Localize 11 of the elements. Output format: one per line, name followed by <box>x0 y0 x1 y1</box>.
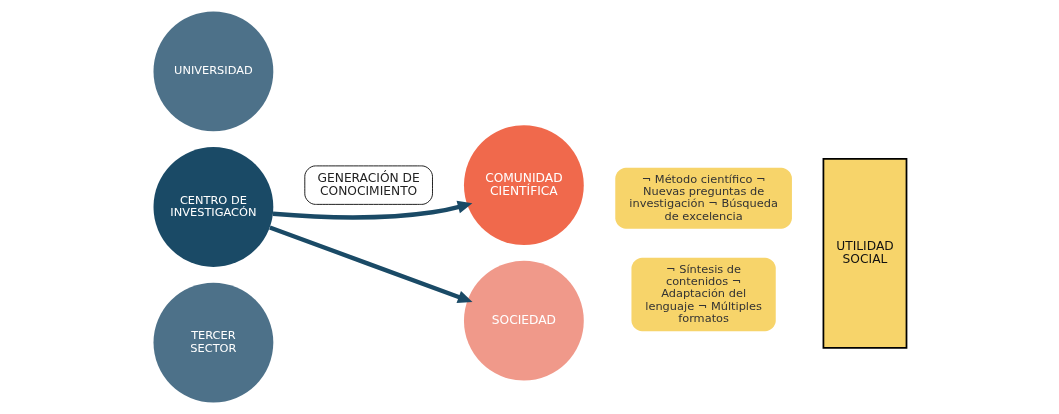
node-box: ¬ Síntesis de contenidos ¬ Adaptación del lenguaje ¬ Múltiples formatos <box>630 257 776 332</box>
node-box: ¬ Método científico ¬ Nuevas preguntas de investigación ¬ Búsqueda de excelencia <box>614 167 792 229</box>
node-circle: UNIVERSIDAD <box>153 11 273 132</box>
node-box: UTILIDAD SOCIAL <box>822 158 907 349</box>
node-circle: COMUNIDAD CIENTÍFICA <box>463 125 584 246</box>
node-circle: CENTRO DE INVESTIGACÓN <box>153 147 273 267</box>
arrow <box>272 200 472 220</box>
node-circle: SOCIEDAD <box>463 260 584 381</box>
arrow <box>268 225 472 304</box>
node-circle: TERCER SECTOR <box>153 282 273 403</box>
node-box: GENERACIÓN DE CONOCIMIENTO <box>303 165 433 205</box>
